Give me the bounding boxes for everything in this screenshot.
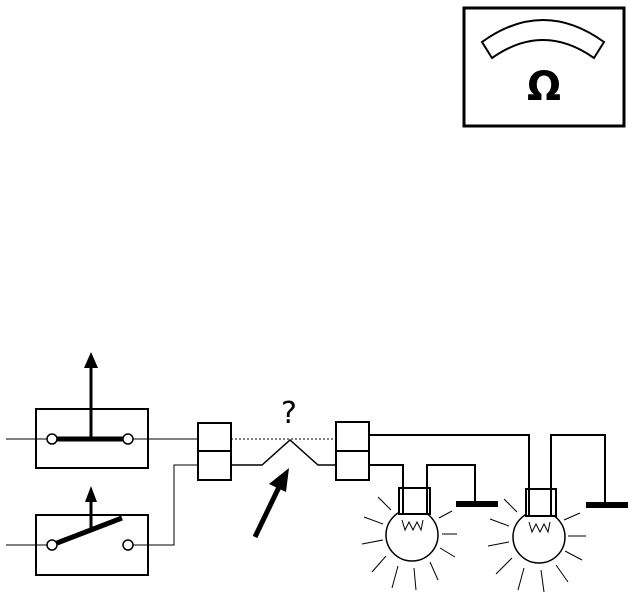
switch-open-right-terminal — [122, 539, 134, 551]
switch-open-blade — [56, 515, 123, 546]
fault-pointer-arrow-icon — [252, 468, 289, 539]
ground-symbols — [456, 501, 628, 508]
unknown-fault-marker: ? — [281, 396, 297, 431]
connector-left-upper — [197, 422, 232, 452]
light-bulb-right — [487, 488, 586, 593]
bulb-left-filament — [401, 519, 424, 532]
bulb-left-rays — [361, 496, 457, 591]
ohmmeter-frame — [462, 6, 626, 128]
connector-right-upper — [335, 421, 370, 452]
ohmmeter-scale-arc — [480, 19, 606, 60]
switch-closed-up-arrow-icon — [84, 352, 98, 368]
bulb-left-glass — [385, 508, 439, 562]
wires-to-connector-left — [133, 438, 198, 546]
light-bulb-left — [361, 487, 457, 591]
switch-open-up-arrow-icon — [85, 486, 97, 502]
switch-open — [6, 486, 149, 576]
bulb-right-rays — [487, 498, 586, 593]
ohmmeter: Ω — [462, 6, 626, 128]
bulb-right-filament — [528, 521, 551, 534]
connector-left-lower — [197, 450, 232, 481]
connector-left — [197, 422, 232, 481]
bulb-left-base — [398, 487, 431, 515]
wires-to-bulbs — [369, 434, 606, 502]
ohm-symbol: Ω — [527, 64, 561, 110]
bulb-right-glass — [512, 510, 566, 564]
connector-right-lower — [335, 450, 370, 481]
wire-segment-with-break — [231, 438, 336, 466]
switch-closed-right-terminal — [122, 433, 134, 445]
switch-closed — [6, 352, 149, 469]
switch-open-left-terminal — [46, 539, 58, 551]
switch-closed-left-terminal — [46, 433, 58, 445]
connector-right — [335, 421, 370, 481]
